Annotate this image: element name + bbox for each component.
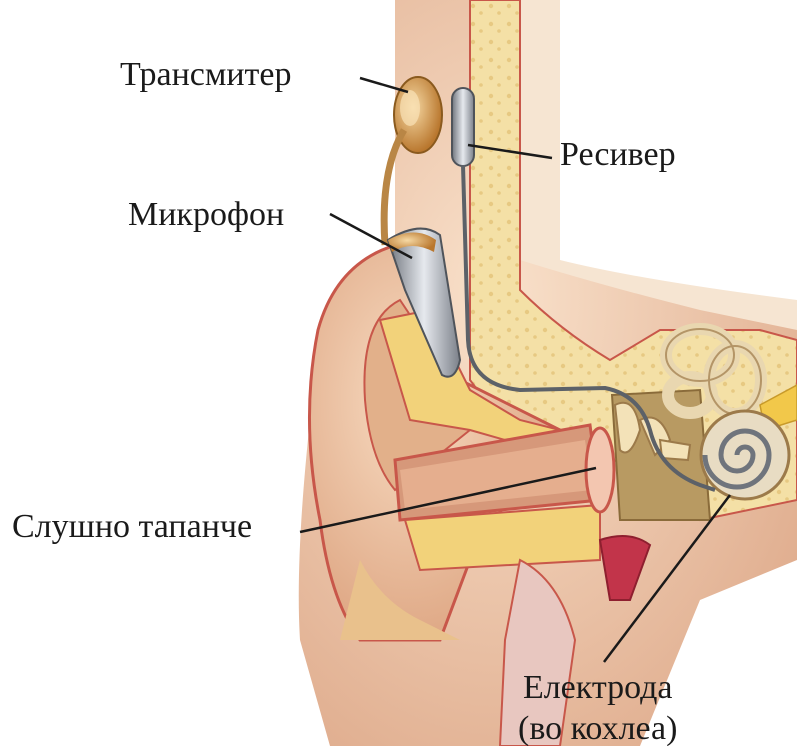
- label-electrode-line1: Електрода: [518, 668, 677, 709]
- label-receiver: Ресивер: [560, 138, 676, 172]
- receiver-device: [452, 88, 474, 166]
- label-electrode-line2: (во кохлеа): [518, 709, 677, 746]
- label-eardrum: Слушно тапанче: [12, 510, 252, 544]
- label-transmitter: Трансмитер: [120, 58, 292, 92]
- cochlea: [701, 411, 789, 499]
- label-electrode: Електрода (во кохлеа): [518, 668, 677, 746]
- label-microphone: Микрофон: [128, 198, 284, 232]
